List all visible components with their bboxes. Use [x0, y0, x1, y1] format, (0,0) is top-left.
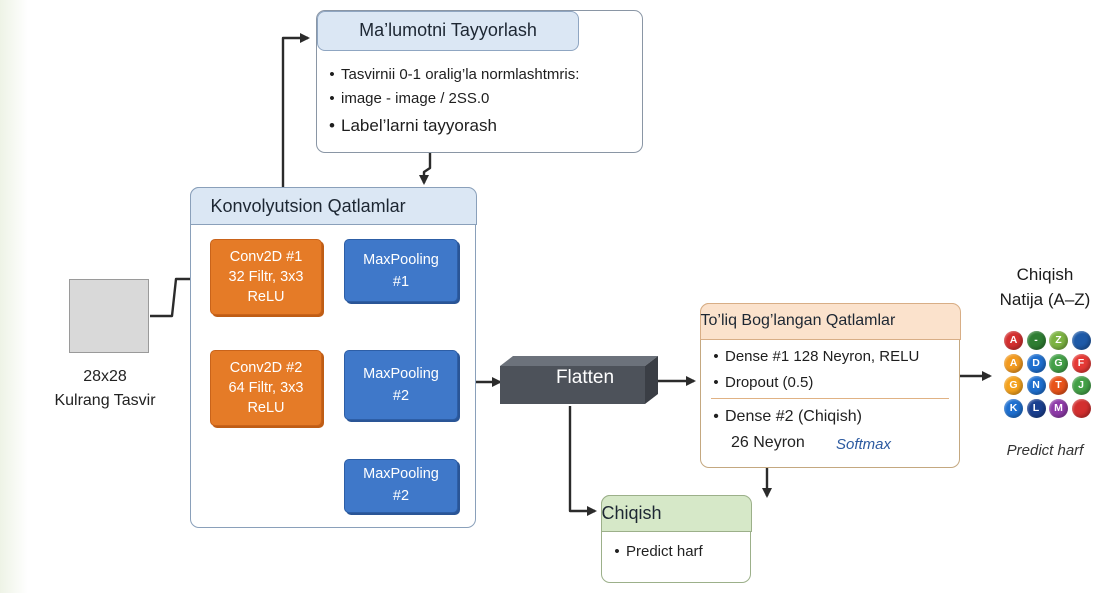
dense-item-dropout: •Dropout (0.5) [713, 374, 814, 391]
output-letter-ball: A [1004, 353, 1023, 373]
data-preparation-list: •Tasvirnii 0-1 oralig’la normlashtmris: … [329, 63, 579, 141]
dense-2-title: •Dense #2 (Chiqish) [713, 408, 862, 425]
output-letter-ball: L [1026, 398, 1046, 418]
output-letter-ball: G [1049, 353, 1068, 373]
output-letter-ball: G [1004, 376, 1023, 395]
data-preparation-title: Ma’lumotni Tayyorlash [317, 11, 579, 51]
conv2d-1-name: Conv2D #1 [229, 249, 303, 265]
maxpooling-2-block: MaxPooling #2 [344, 350, 458, 420]
output-letter-ball: J [1071, 376, 1091, 395]
output-panel-item: •Predict harf [614, 543, 703, 560]
output-letter-ball: A [1004, 331, 1023, 350]
maxpooling-1-block: MaxPooling #1 [344, 239, 458, 302]
dense-2-neurons: 26 Neyron [731, 434, 805, 451]
input-image [69, 279, 149, 353]
input-size-label: 28x28 [83, 368, 127, 385]
output-result-title: Chiqish Natija (A–Z) [985, 262, 1105, 312]
conv2d-2-name: Conv2D #2 [229, 360, 303, 376]
conv2d-2-activation: ReLU [247, 400, 285, 416]
maxpooling-3-index: #2 [392, 488, 410, 504]
data-preparation-panel: Ma’lumotni Tayyorlash •Tasvirnii 0-1 ora… [316, 10, 643, 153]
dense-layers-title: To’liq Bog’langan Qatlamlar [699, 302, 961, 340]
output-letter-ball: T [1049, 376, 1068, 395]
output-letter-ball: K [1004, 398, 1023, 418]
output-letter-ball [1071, 331, 1091, 350]
convolution-layers-title: Konvolyutsion Qatlamlar [189, 186, 477, 225]
left-decor-strip [0, 0, 28, 593]
conv2d-1-filters: 32 Filtr, 3x3 [228, 269, 304, 285]
output-letter-ball: M [1049, 398, 1068, 418]
conv2d-1-block: Conv2D #1 32 Filtr, 3x3 ReLU [210, 239, 322, 315]
maxpooling-3-block: MaxPooling #2 [344, 459, 458, 513]
dense-layers-list: •Dense #1 128 Neyron, RELU •Dropout (0.5… [713, 344, 919, 396]
conv2d-1-activation: ReLU [247, 289, 285, 305]
input-caption: 28x28 Kulrang Tasvir [30, 365, 180, 413]
maxpooling-2-index: #2 [392, 388, 410, 404]
prep-item-formula: •image - image / 2SS.0 [329, 90, 490, 107]
output-panel-title: Chiqish [600, 494, 752, 532]
output-result-caption: Predict harf [1006, 442, 1084, 459]
flatten-block [500, 356, 658, 404]
maxpooling-3-name: MaxPooling [363, 466, 439, 482]
maxpooling-2-name: MaxPooling [363, 366, 439, 382]
output-letter-ball: Z [1049, 331, 1068, 350]
output-title-line1: Chiqish [1016, 265, 1074, 284]
output-letter-ball: N [1026, 376, 1046, 395]
dense-layers-panel: To’liq Bog’langan Qatlamlar •Dense #1 12… [699, 302, 961, 468]
output-panel: Chiqish •Predict harf [600, 494, 752, 583]
output-letter-ball: - [1026, 331, 1046, 350]
maxpooling-1-name: MaxPooling [363, 252, 439, 268]
output-title-line2: Natija (A–Z) [999, 290, 1091, 309]
conv2d-2-block: Conv2D #2 64 Filtr, 3x3 ReLU [210, 350, 322, 426]
output-letter-ball: F [1071, 353, 1091, 373]
flatten-label: Flatten [555, 367, 615, 388]
maxpooling-1-index: #1 [392, 274, 410, 290]
dense-divider [711, 398, 949, 399]
input-type-label: Kulrang Tasvir [54, 392, 156, 409]
arrow-conv-to-prep [281, 33, 310, 187]
arrow-input-to-conv1 [150, 274, 205, 318]
arrow-prep-to-conv [419, 153, 432, 185]
softmax-label: Softmax [836, 436, 892, 453]
conv2d-2-filters: 64 Filtr, 3x3 [228, 380, 304, 396]
prep-item-labels: •Label’larni tayyorash [329, 116, 497, 135]
arrow-flatten-to-chiqish [568, 406, 597, 516]
prep-item-normalize: •Tasvirnii 0-1 oralig’la normlashtmris: [329, 66, 580, 83]
output-letter-ball: D [1026, 353, 1046, 373]
output-letter-ball [1071, 398, 1091, 418]
dense-item-1: •Dense #1 128 Neyron, RELU [713, 348, 920, 365]
